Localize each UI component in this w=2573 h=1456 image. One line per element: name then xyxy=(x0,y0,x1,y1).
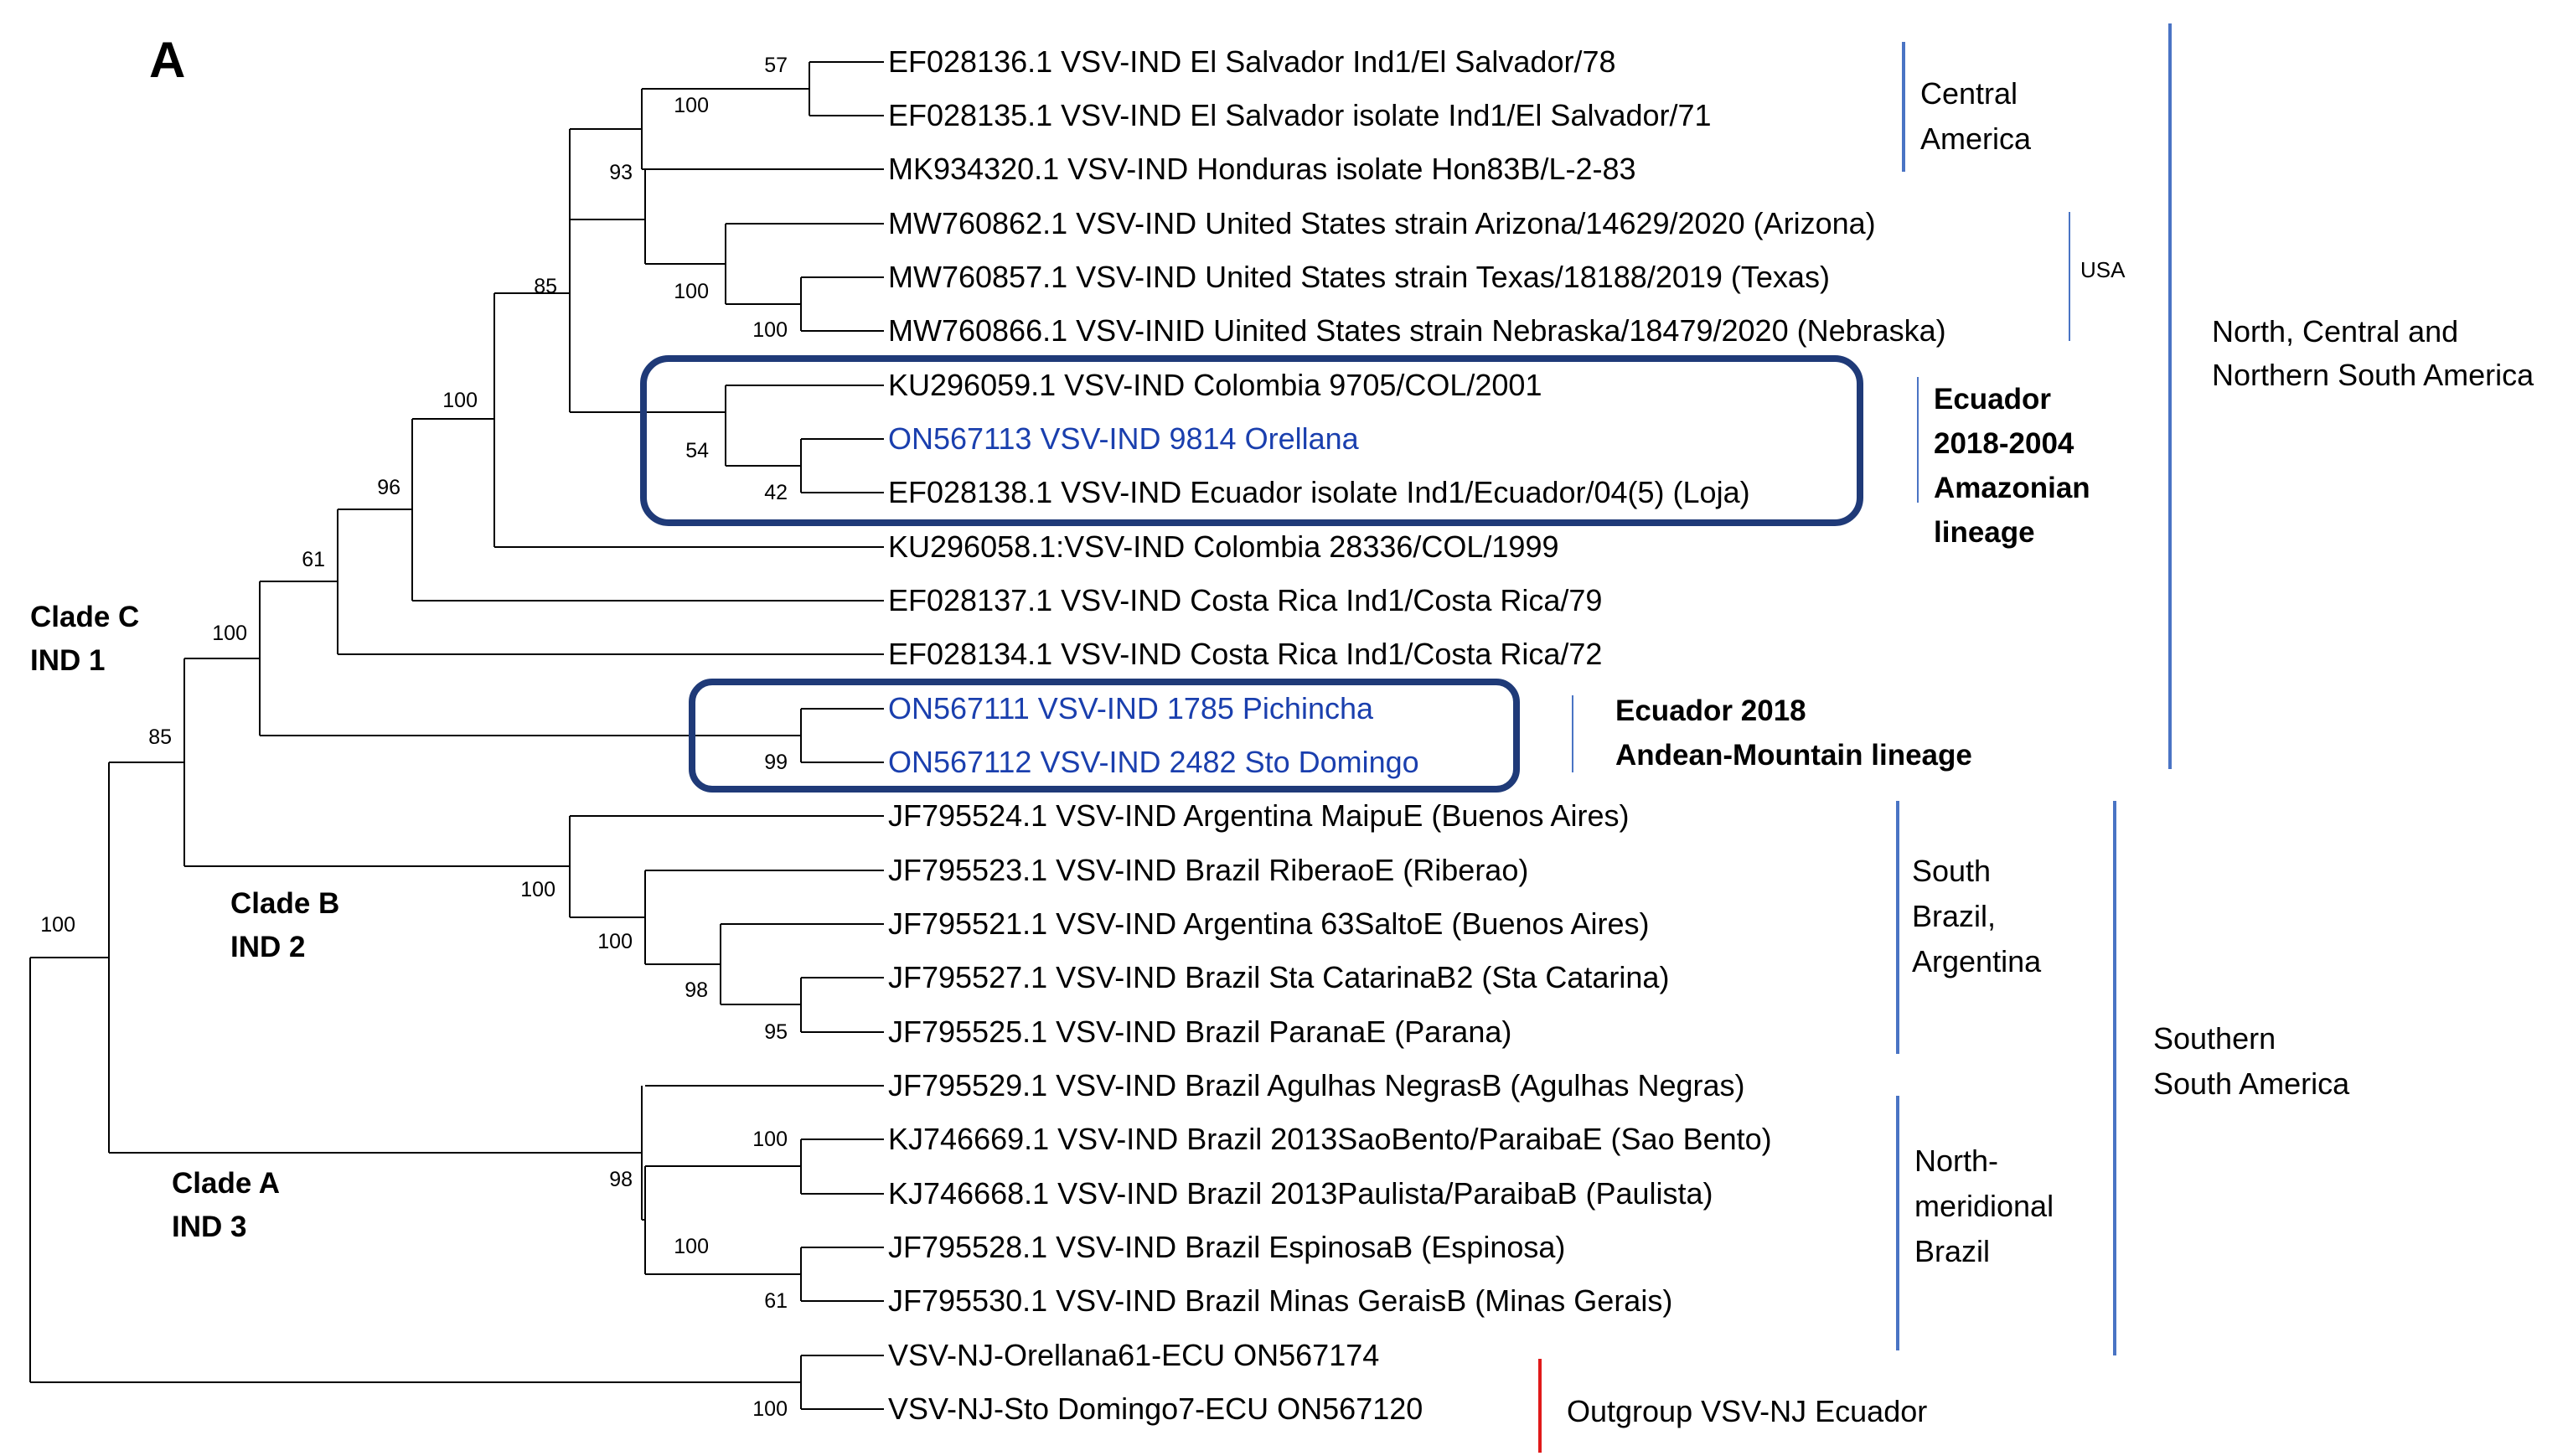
bootstrap-value: 100 xyxy=(442,389,478,412)
leaf-label: JF795525.1 VSV-IND Brazil ParanaE (Paran… xyxy=(888,1015,1511,1049)
bootstrap-value: 93 xyxy=(609,161,633,184)
group-annotations: Central America USA Ecuador 2018-2004 Am… xyxy=(1538,23,2534,1453)
bootstrap-value: 100 xyxy=(674,280,709,303)
south-brazil-label: South xyxy=(1912,854,1991,888)
bootstrap-value: 85 xyxy=(148,725,172,749)
north-central-label: North, Central and xyxy=(2212,314,2458,349)
ecuador-amazonian-label: Amazonian xyxy=(1934,472,2090,504)
ecuador-andean-label: Ecuador 2018 xyxy=(1615,694,1806,727)
leaf-label: EF028135.1 VSV-IND El Salvador isolate I… xyxy=(888,98,1712,132)
leaf-label: EF028136.1 VSV-IND El Salvador Ind1/El S… xyxy=(888,44,1616,79)
bootstrap-value: 85 xyxy=(534,275,557,298)
north-meridional-label: meridional xyxy=(1914,1189,2054,1223)
usa-label: USA xyxy=(2080,257,2126,282)
bootstrap-value: 61 xyxy=(302,548,325,571)
bootstrap-value: 98 xyxy=(685,978,708,1002)
bootstrap-value: 100 xyxy=(40,913,75,937)
leaf-labels: EF028136.1 VSV-IND El Salvador Ind1/El S… xyxy=(888,44,1946,1426)
north-meridional-label: Brazil xyxy=(1914,1234,1990,1268)
amazonian-lineage-box xyxy=(640,355,1863,526)
leaf-label: JF795521.1 VSV-IND Argentina 63SaltoE (B… xyxy=(888,906,1650,941)
outgroup-label: Outgroup VSV-NJ Ecuador xyxy=(1567,1394,1927,1428)
leaf-label: JF795529.1 VSV-IND Brazil Agulhas Negras… xyxy=(888,1068,1745,1102)
leaf-label: JF795528.1 VSV-IND Brazil EspinosaB (Esp… xyxy=(888,1230,1565,1264)
bootstrap-value: 100 xyxy=(520,878,555,901)
bootstrap-value: 100 xyxy=(752,318,788,342)
leaf-label: EF028138.1 VSV-IND Ecuador isolate Ind1/… xyxy=(888,475,1750,509)
leaf-label: KU296059.1 VSV-IND Colombia 9705/COL/200… xyxy=(888,368,1542,402)
leaf-label: ON567113 VSV-IND 9814 Orellana xyxy=(888,421,1360,456)
bootstrap-value: 95 xyxy=(764,1020,788,1044)
ecuador-amazonian-label: 2018-2004 xyxy=(1934,427,2074,460)
leaf-label: MW760866.1 VSV-INID Uinited States strai… xyxy=(888,313,1946,348)
bootstrap-value: 100 xyxy=(752,1128,788,1151)
southern-south-label: Southern xyxy=(2153,1021,2276,1056)
south-brazil-label: Brazil, xyxy=(1912,899,1996,933)
clade-c-sub: IND 1 xyxy=(30,644,105,677)
central-america-label: America xyxy=(1920,121,2032,156)
clade-b-sub: IND 2 xyxy=(230,931,305,963)
bootstrap-value: 54 xyxy=(685,439,709,462)
bootstrap-value: 61 xyxy=(764,1289,788,1313)
south-brazil-label: Argentina xyxy=(1912,944,2042,978)
panel-label: A xyxy=(149,32,185,88)
leaf-label: KJ746668.1 VSV-IND Brazil 2013Paulista/P… xyxy=(888,1176,1713,1211)
leaf-label: JF795527.1 VSV-IND Brazil Sta CatarinaB2… xyxy=(888,960,1669,994)
leaf-label: JF795523.1 VSV-IND Brazil RiberaoE (Ribe… xyxy=(888,853,1528,887)
leaf-label: ON567112 VSV-IND 2482 Sto Domingo xyxy=(888,745,1419,779)
bootstrap-value: 100 xyxy=(674,1235,709,1258)
north-central-label: Northern South America xyxy=(2212,358,2534,392)
leaf-label: ON567111 VSV-IND 1785 Pichincha xyxy=(888,691,1374,725)
tree-branches xyxy=(29,61,884,1410)
clade-b-label: Clade B xyxy=(230,887,339,920)
leaf-label: JF795524.1 VSV-IND Argentina MaipuE (Bue… xyxy=(888,798,1629,833)
leaf-label: MW760862.1 VSV-IND United States strain … xyxy=(888,206,1876,240)
bootstrap-values: 57 100 93 100 100 85 54 42 100 96 61 100… xyxy=(40,54,788,1421)
andean-lineage-box xyxy=(689,679,1520,793)
bootstrap-value: 100 xyxy=(212,622,247,645)
leaf-label: VSV-NJ-Sto Domingo7-ECU ON567120 xyxy=(888,1391,1423,1426)
bootstrap-value: 96 xyxy=(377,476,400,499)
leaf-label: MW760857.1 VSV-IND United States strain … xyxy=(888,260,1830,294)
leaf-label: KJ746669.1 VSV-IND Brazil 2013SaoBento/P… xyxy=(888,1122,1772,1156)
leaf-label: VSV-NJ-Orellana61-ECU ON567174 xyxy=(888,1338,1379,1372)
southern-south-label: South America xyxy=(2153,1066,2350,1101)
leaf-label: JF795530.1 VSV-IND Brazil Minas GeraisB … xyxy=(888,1283,1672,1318)
bootstrap-value: 99 xyxy=(764,751,788,774)
bootstrap-value: 100 xyxy=(597,930,633,953)
leaf-label: EF028134.1 VSV-IND Costa Rica Ind1/Costa… xyxy=(888,637,1602,671)
leaf-label: EF028137.1 VSV-IND Costa Rica Ind1/Costa… xyxy=(888,583,1602,617)
clade-c-label: Clade C xyxy=(30,601,139,633)
ecuador-amazonian-label: lineage xyxy=(1934,516,2035,549)
bootstrap-value: 100 xyxy=(752,1397,788,1421)
bootstrap-value: 57 xyxy=(764,54,788,77)
leaf-label: MK934320.1 VSV-IND Honduras isolate Hon8… xyxy=(888,152,1636,186)
north-meridional-label: North- xyxy=(1914,1144,1998,1178)
central-america-label: Central xyxy=(1920,76,2018,111)
bootstrap-value: 42 xyxy=(764,481,788,504)
bootstrap-value: 100 xyxy=(674,94,709,117)
ecuador-amazonian-label: Ecuador xyxy=(1934,383,2051,416)
clade-a-label: Clade A xyxy=(172,1167,280,1200)
ecuador-andean-label: Andean-Mountain lineage xyxy=(1615,739,1972,772)
leaf-label: KU296058.1:VSV-IND Colombia 28336/COL/19… xyxy=(888,529,1559,564)
bootstrap-value: 98 xyxy=(609,1168,633,1191)
clade-a-sub: IND 3 xyxy=(172,1211,246,1243)
clade-labels: Clade C IND 1 Clade B IND 2 Clade A IND … xyxy=(30,601,339,1243)
